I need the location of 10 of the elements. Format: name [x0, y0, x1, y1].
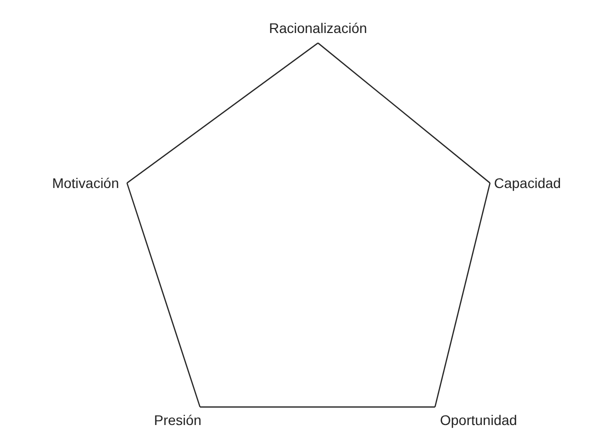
pentagon-side — [126, 182, 201, 408]
vertex-label: Motivación — [52, 174, 127, 192]
pentagon-side — [126, 42, 318, 184]
pentagon-side — [318, 42, 490, 184]
pentagon-side — [200, 406, 435, 408]
vertex-label: Presión — [150, 407, 206, 429]
vertex-label: Capacidad — [490, 174, 561, 192]
pentagon-side — [434, 182, 491, 408]
vertex-label: Racionalización — [268, 19, 368, 43]
vertex-label: Oportunidad — [435, 407, 518, 429]
